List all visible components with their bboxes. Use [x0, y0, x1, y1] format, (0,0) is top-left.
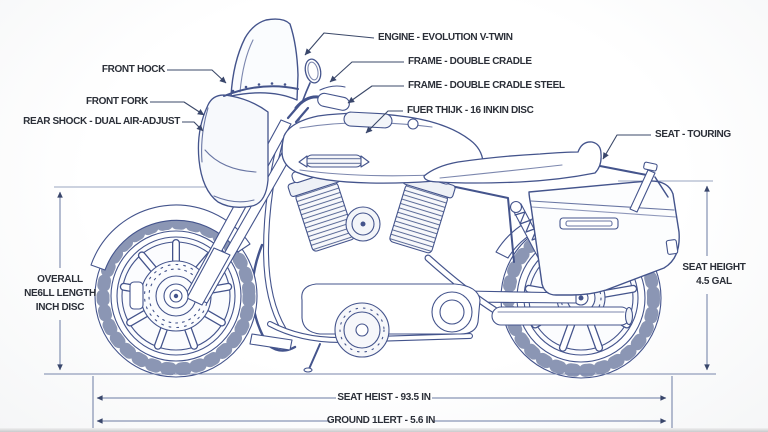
dimension-right-line1: SEAT HEIGHT — [682, 262, 746, 273]
windshield — [223, 18, 299, 101]
front-brake-caliper — [129, 281, 144, 310]
saddlebag — [528, 180, 680, 296]
tank-emblem — [298, 154, 370, 168]
callout-rear-shock: REAR SHOCK - DUAL AIR-ADJUST — [23, 116, 180, 127]
engine-v-twin — [287, 161, 481, 358]
floorboard — [249, 333, 321, 373]
callout-frame: FRAME - DOUBLE CRADLE — [408, 56, 532, 67]
luggage-rack — [599, 161, 669, 213]
callout-front-fork: FRONT FORK — [85, 96, 148, 107]
callout-frame-steel: FRAME - DOUBLE CRADLE STEEL — [408, 80, 565, 91]
dimension-left-line2: NE6LL LENGTH — [24, 288, 96, 299]
dimension-left-line1: OVERALL — [37, 274, 83, 285]
exhaust — [424, 254, 634, 326]
front-hub — [163, 283, 189, 309]
seat — [423, 141, 602, 184]
dimension-left-block: OVERALL NE6LL LENGTH INCH DISC — [8, 273, 112, 315]
callout-front-hock: FRONT HOCK — [101, 64, 166, 75]
callout-leaders — [150, 32, 651, 160]
callout-fuel-tank: FUER THIJK - 16 INKIN DISC — [407, 105, 534, 116]
callout-engine: ENGINE - EVOLUTION V-TWIN — [378, 32, 513, 43]
front-fender — [90, 204, 251, 271]
dimension-lines — [44, 185, 716, 430]
callout-seat: SEAT - TOURING — [655, 129, 731, 140]
fuel-tank — [281, 111, 484, 184]
dimension-bottom-second: GROUND 1LERT - 5.6 IN — [326, 415, 436, 426]
dimension-bottom-first: SEAT HEIST - 93.5 IN — [337, 392, 431, 403]
dimension-right-block: SEAT HEIGHT 4.5 GAL — [662, 261, 766, 289]
mirror — [302, 58, 322, 101]
handlebar — [286, 85, 350, 167]
front-fairing — [197, 94, 269, 208]
dimension-left-line3: INCH DISC — [35, 302, 85, 313]
motorcycle — [90, 18, 680, 379]
dimension-right-line2: 4.5 GAL — [696, 276, 732, 287]
